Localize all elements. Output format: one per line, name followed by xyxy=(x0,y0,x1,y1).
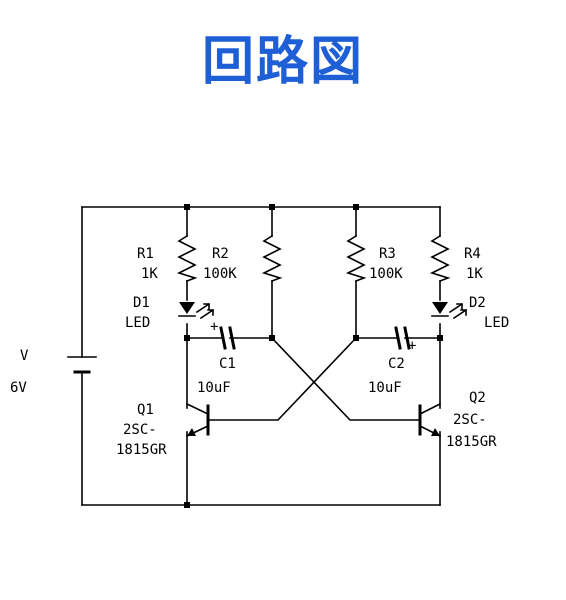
resistor-r1-symbol xyxy=(176,234,198,283)
q1-part-line1: 2SC- xyxy=(123,422,157,438)
d2-name: D2 xyxy=(469,295,486,311)
junction-dot xyxy=(184,204,190,210)
c2-value: 10uF xyxy=(368,380,402,396)
junction-dot xyxy=(269,335,275,341)
capacitor-c1-symbol xyxy=(219,326,236,350)
c1-polarity: + xyxy=(210,319,218,335)
resistor-r4-symbol xyxy=(429,234,451,283)
junction-dot xyxy=(184,335,190,341)
battery-value: 6V xyxy=(10,380,27,396)
c2-polarity: + xyxy=(408,338,416,354)
junction-dot xyxy=(184,502,190,508)
junction-dot xyxy=(437,335,443,341)
transistor-q1-symbol xyxy=(185,402,210,438)
junctions xyxy=(184,204,443,508)
d1-name: D1 xyxy=(133,295,150,311)
d2-type: LED xyxy=(484,315,509,331)
q1-name: Q1 xyxy=(137,402,154,418)
r2-value: 100K xyxy=(203,266,237,282)
wire-cross-to-q2-base xyxy=(270,336,421,421)
q2-part-line2: 1815GR xyxy=(446,434,497,450)
junction-dot xyxy=(353,335,359,341)
c1-value: 10uF xyxy=(197,380,231,396)
wires xyxy=(81,206,441,506)
c1-name: C1 xyxy=(219,356,236,372)
r4-name: R4 xyxy=(464,246,481,262)
battery-label: V xyxy=(20,348,29,364)
junction-dot xyxy=(269,204,275,210)
r4-value: 1K xyxy=(466,266,483,282)
transistor-q2-symbol xyxy=(418,402,442,438)
led-d1-symbol xyxy=(178,302,215,320)
q1-part-line2: 1815GR xyxy=(116,442,167,458)
r1-value: 1K xyxy=(141,266,158,282)
resistor-r3-symbol xyxy=(345,234,367,283)
battery-symbol xyxy=(67,356,97,374)
r3-value: 100K xyxy=(369,266,403,282)
resistor-r2-symbol xyxy=(261,234,283,283)
capacitor-c2-symbol xyxy=(394,326,411,350)
wire-cross-to-q1-base xyxy=(207,336,358,421)
d1-type: LED xyxy=(125,315,150,331)
r2-name: R2 xyxy=(212,246,229,262)
led-d2-symbol xyxy=(431,302,468,320)
junction-dot xyxy=(353,204,359,210)
q2-part-line1: 2SC- xyxy=(453,412,487,428)
r1-name: R1 xyxy=(137,246,154,262)
page-title: 回路図 xyxy=(201,31,364,92)
r3-name: R3 xyxy=(379,246,396,262)
c2-name: C2 xyxy=(388,356,405,372)
q2-name: Q2 xyxy=(469,390,486,406)
